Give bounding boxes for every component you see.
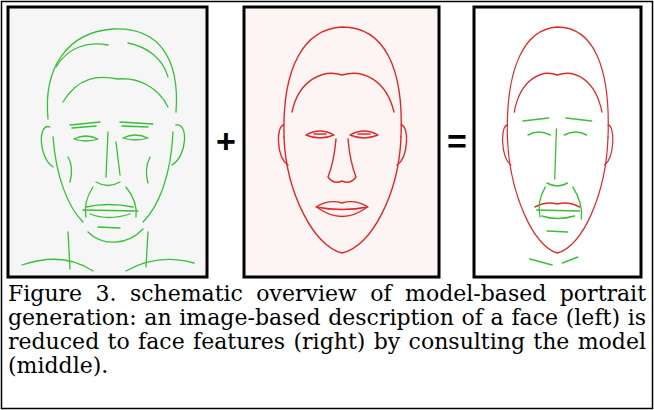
result-red-features: [535, 203, 580, 207]
result-face-outline: [503, 27, 613, 253]
panel-frame: [474, 7, 641, 277]
result-panel: [474, 7, 641, 277]
panel-frame: [244, 7, 439, 277]
plus-sign: +: [216, 124, 236, 158]
result-green-features: [523, 118, 592, 265]
equals-sign: =: [447, 124, 467, 158]
model-face-features: [306, 131, 378, 217]
model-face-outline: [278, 27, 406, 253]
image-panel: [8, 7, 207, 277]
result-face: [503, 27, 613, 265]
sketch-face: [22, 29, 194, 271]
panel-frame: [8, 7, 207, 277]
model-panel: [244, 7, 439, 277]
figure-caption: Figure 3. schematic overview of model-ba…: [8, 282, 646, 378]
